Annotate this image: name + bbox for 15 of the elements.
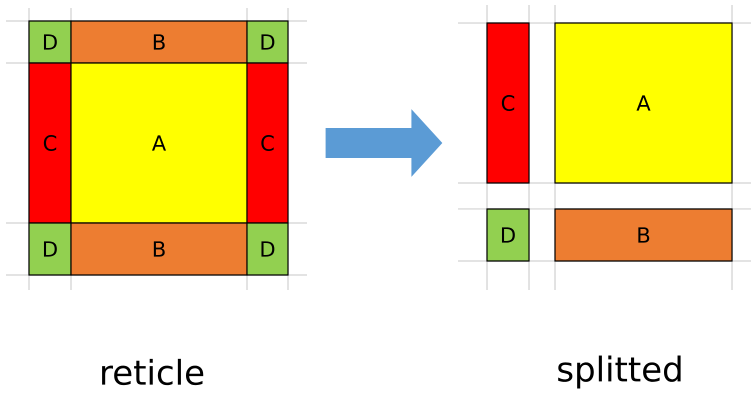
cell: D xyxy=(486,208,530,262)
caption: splitted xyxy=(558,356,681,388)
cell: C xyxy=(486,22,530,184)
cell: A xyxy=(554,22,733,184)
cell: C xyxy=(28,62,72,224)
cell: B xyxy=(70,20,248,64)
cell: B xyxy=(70,222,248,276)
caption: reticle xyxy=(102,358,204,386)
cell: A xyxy=(70,62,248,224)
cell: B xyxy=(554,208,733,262)
cell: C xyxy=(246,62,289,224)
cell: D xyxy=(28,222,72,276)
cell: D xyxy=(246,222,289,276)
cell: D xyxy=(246,20,289,64)
cell: D xyxy=(28,20,72,64)
